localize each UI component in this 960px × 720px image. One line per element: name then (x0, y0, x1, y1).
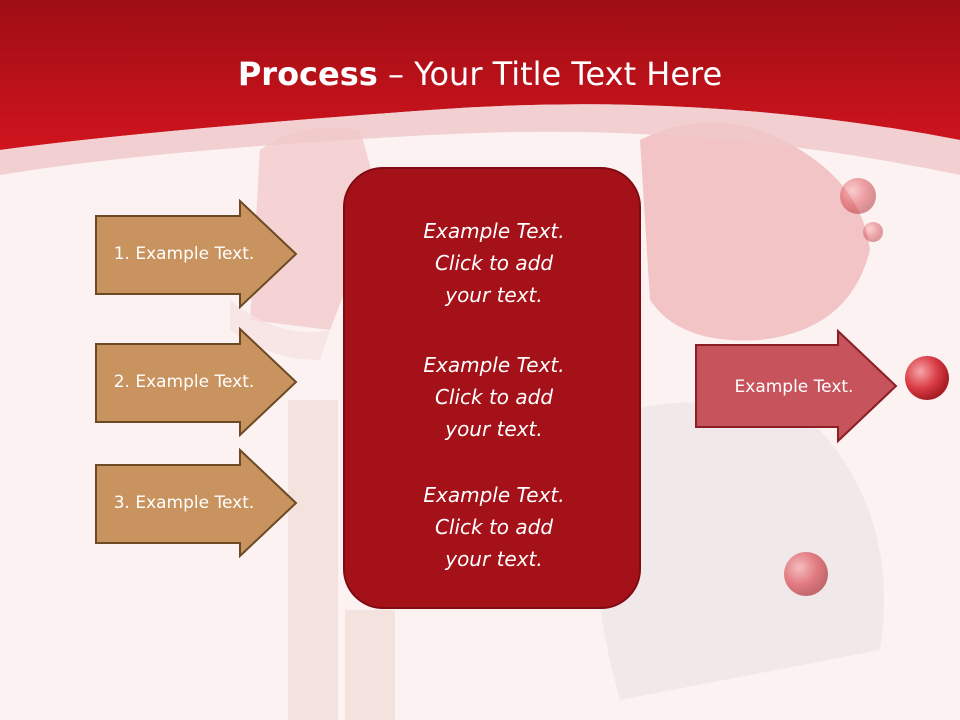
slide-title: Process – Your Title Text Here (0, 54, 960, 94)
step-arrow-label: 2. Example Text. (113, 372, 255, 392)
center-text-line: your text. (445, 283, 543, 307)
step-arrow-label: 1. Example Text. (113, 244, 255, 264)
step-arrow-3[interactable]: 3. Example Text. (92, 448, 302, 558)
arrow-shape (95, 199, 298, 309)
center-text-line: your text. (445, 417, 543, 441)
center-text-line: Click to add (434, 385, 554, 409)
center-text-line: Click to add (434, 251, 554, 275)
center-text-block-3[interactable]: Example Text. Click to add your text. (345, 479, 643, 575)
title-bold: Process (237, 55, 378, 93)
center-text-block-1[interactable]: Example Text. Click to add your text. (345, 215, 643, 311)
result-arrow[interactable]: Example Text. (694, 329, 900, 445)
result-arrow-label: Example Text. (734, 377, 854, 397)
arrow-shape (695, 329, 898, 444)
process-center-box[interactable]: Example Text. Click to add your text. Ex… (343, 167, 641, 609)
step-arrow-2[interactable]: 2. Example Text. (92, 327, 302, 437)
center-text-line: Example Text. (423, 483, 565, 507)
center-text-line: your text. (445, 547, 543, 571)
center-text-line: Example Text. (423, 219, 565, 243)
step-arrow-1[interactable]: 1. Example Text. (92, 199, 302, 309)
center-text-block-2[interactable]: Example Text. Click to add your text. (345, 349, 643, 445)
title-rest: – Your Title Text Here (377, 55, 723, 93)
header-band (0, 0, 960, 175)
center-text-line: Example Text. (423, 353, 565, 377)
arrow-shape (95, 448, 298, 558)
arrow-shape (95, 327, 298, 437)
step-arrow-label: 3. Example Text. (113, 493, 255, 513)
center-text-line: Click to add (434, 515, 554, 539)
